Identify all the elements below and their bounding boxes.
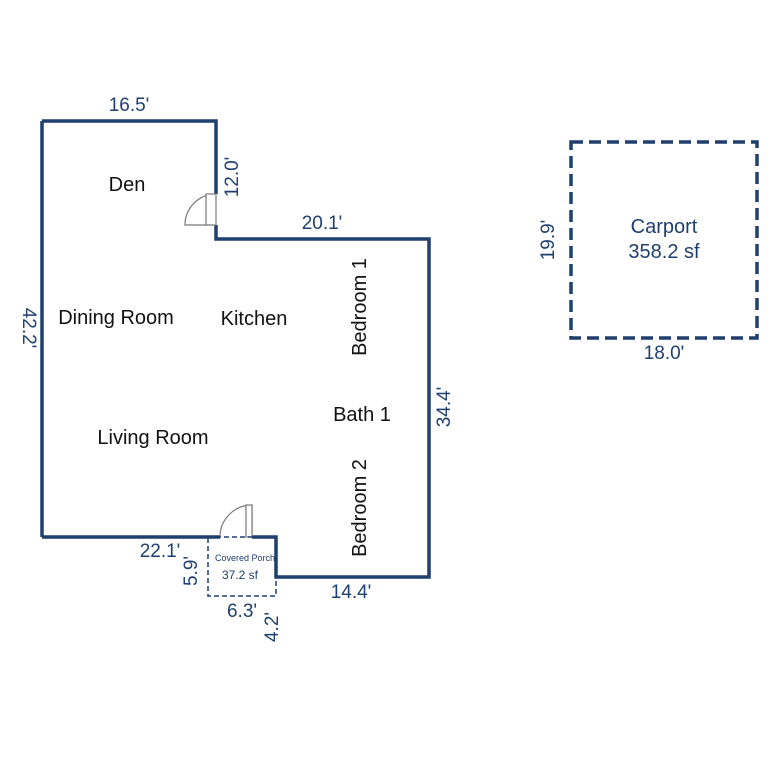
room-kitchen: Kitchen — [221, 308, 288, 330]
carport-label: Carport — [631, 216, 698, 238]
dim-left: 42.2' — [18, 308, 39, 349]
room-bath-1: Bath 1 — [333, 404, 391, 426]
porch-dim-left: 5.9' — [181, 556, 202, 586]
porch-label: Covered Porch — [215, 553, 275, 563]
carport-outline — [569, 140, 759, 340]
porch-dim-right: 4.2' — [262, 612, 283, 642]
carport-dim-bottom: 18.0' — [644, 343, 685, 364]
room-bedroom-2: Bedroom 2 — [349, 459, 371, 557]
dim-right: 34.4' — [434, 387, 455, 428]
porch-area: 37.2 sf — [222, 568, 259, 582]
dim-kitchen-top: 20.1' — [302, 213, 343, 234]
dim-bottom-left: 22.1' — [140, 541, 181, 562]
carport-dim-left: 19.9' — [538, 220, 559, 261]
room-living-room: Living Room — [97, 427, 208, 449]
porch-door[interactable] — [219, 504, 253, 538]
carport-area: 358.2 sf — [628, 241, 700, 263]
dim-top: 16.5' — [109, 95, 150, 116]
den-door[interactable] — [184, 193, 217, 226]
room-bedroom-1: Bedroom 1 — [349, 258, 371, 356]
room-dining-room: Dining Room — [58, 307, 174, 329]
dim-den-right: 12.0' — [222, 157, 243, 198]
covered-porch-outline — [207, 536, 277, 597]
dim-bottom-right: 14.4' — [331, 582, 372, 603]
room-den: Den — [109, 174, 146, 196]
porch-dim-bottom: 6.3' — [227, 601, 257, 622]
